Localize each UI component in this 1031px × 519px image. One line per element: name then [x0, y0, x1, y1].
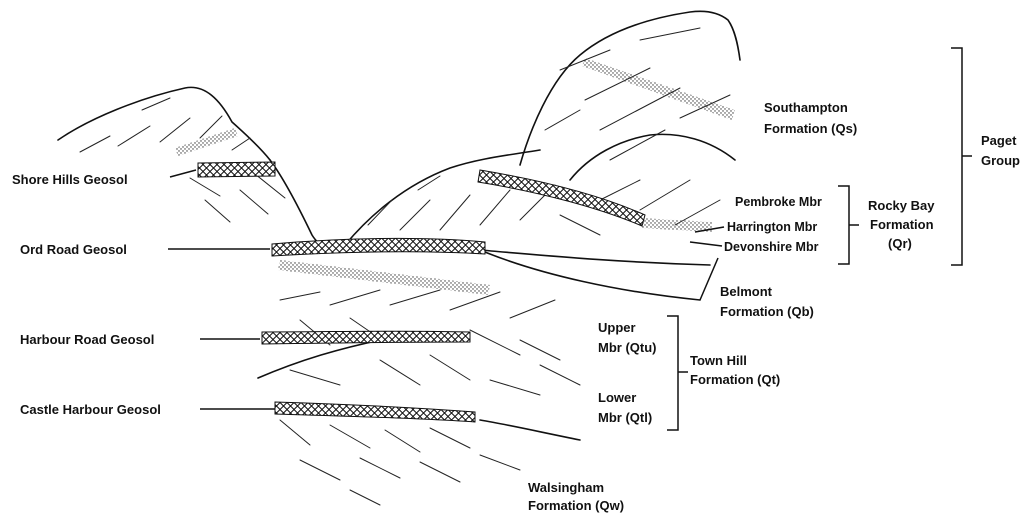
landform-outlines — [58, 11, 740, 440]
ord-road-geosol-band — [272, 238, 485, 256]
castle-harbour-geosol-band — [275, 402, 475, 422]
belmont-label-line2: Formation (Qb) — [720, 304, 814, 319]
pembroke-label: Pembroke Mbr — [735, 195, 822, 209]
middle-ridge-outline — [345, 150, 540, 245]
upper-mbr-label-line2: Mbr (Qtu) — [598, 340, 656, 355]
upper-mbr-label-line1: Upper — [598, 320, 636, 335]
lower-mbr-label-line1: Lower — [598, 390, 636, 405]
rocky-bay-bracket — [838, 186, 859, 264]
geosol-bands — [198, 162, 645, 422]
left-hill-slope — [270, 160, 345, 248]
lower-mbr-label-line2: Mbr (Qtl) — [598, 410, 652, 425]
crossbedding-hatching — [80, 28, 730, 505]
shore-hills-geosol-band — [198, 162, 275, 177]
town-hill-label-line1: Town Hill — [690, 353, 747, 368]
rocky-bay-label-line1: Rocky Bay — [868, 198, 935, 213]
left-hill-outline — [58, 87, 270, 160]
southampton-label-line2: Formation (Qs) — [764, 121, 857, 136]
left-labels: Shore Hills Geosol Ord Road Geosol Harbo… — [12, 172, 161, 417]
walsingham-label-line1: Walsingham — [528, 480, 604, 495]
harbour-road-label: Harbour Road Geosol — [20, 332, 154, 347]
town-hill-bracket — [667, 316, 688, 430]
paget-label-line2: Group — [981, 153, 1020, 168]
shore-hills-label: Shore Hills Geosol — [12, 172, 128, 187]
devonshire-label: Devonshire Mbr — [724, 240, 819, 254]
town-hill-label-line2: Formation (Qt) — [690, 372, 780, 387]
rocky-bay-label-line3: (Qr) — [888, 236, 912, 251]
rocky-bay-label-line2: Formation — [870, 217, 934, 232]
harrington-label: Harrington Mbr — [727, 220, 817, 234]
tall-cliff-outline — [520, 11, 740, 165]
walsingham-contact — [480, 420, 580, 440]
belmont-label-line1: Belmont — [720, 284, 773, 299]
ord-road-label: Ord Road Geosol — [20, 242, 127, 257]
paget-bracket — [951, 48, 972, 265]
formation-labels: Southampton Formation (Qs) Paget Group P… — [528, 100, 1020, 513]
castle-harbour-label: Castle Harbour Geosol — [20, 402, 161, 417]
harbour-road-geosol-band — [262, 331, 470, 344]
paget-label-line1: Paget — [981, 133, 1017, 148]
walsingham-label-line2: Formation (Qw) — [528, 498, 624, 513]
southampton-label-line1: Southampton — [764, 100, 848, 115]
right-crest-outline — [570, 134, 735, 180]
belmont-wedge-bottom — [480, 250, 700, 300]
